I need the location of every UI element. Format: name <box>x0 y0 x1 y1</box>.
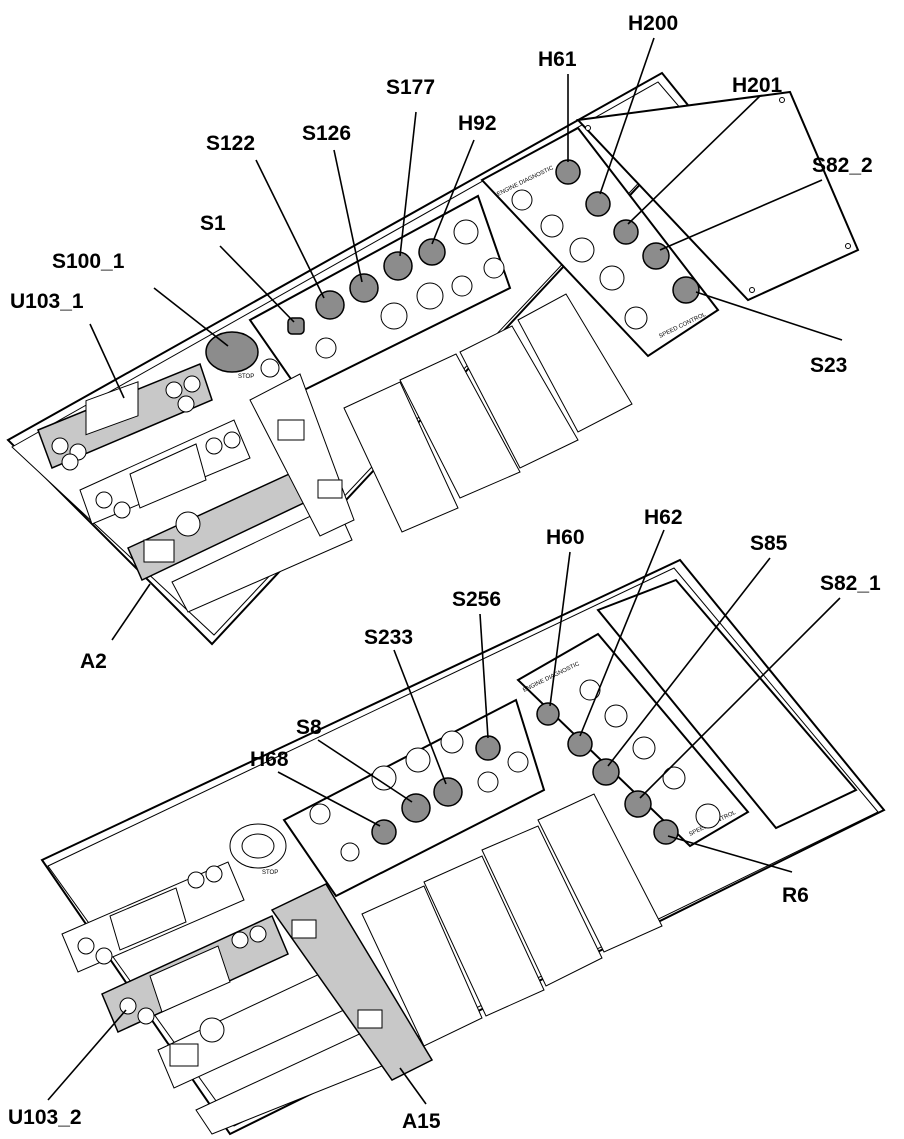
bottom-leader-lines <box>47 529 841 1105</box>
bottom-console: ENGINE DIAGNOSTIC SPEED CONTROL STOP <box>40 558 886 1136</box>
top-switch-block <box>517 293 633 433</box>
U103_1-screen <box>85 381 139 436</box>
callout-S82_1: S82_1 <box>820 572 881 595</box>
bottom-callouts: H60 H62 S85 S256 S233 S8 S82_1 H68 R6 U1… <box>8 506 881 1133</box>
top-callouts: S100_1 U103_1 S1 S122 S126 S177 H92 H61 … <box>10 12 873 673</box>
callout-S1: S1 <box>200 212 226 235</box>
top-display-2-screen <box>129 443 207 509</box>
R6-potentiometer[interactable] <box>653 819 679 845</box>
S82_2-switch[interactable] <box>642 242 670 270</box>
callout-H61: H61 <box>538 48 577 71</box>
top-round-button[interactable] <box>315 337 337 359</box>
callout-S100_1: S100_1 <box>52 250 125 273</box>
S126-switch[interactable] <box>349 273 379 303</box>
callout-A15: A15 <box>402 1110 441 1133</box>
diag-button[interactable] <box>599 265 625 291</box>
callout-H200: H200 <box>628 12 678 35</box>
bottom-switch-block <box>481 825 603 987</box>
top-switch-controls <box>260 219 505 378</box>
bottom-diag-buttons <box>536 679 721 845</box>
callout-S233: S233 <box>364 626 413 649</box>
callout-R6: R6 <box>782 884 809 907</box>
diag-button[interactable] <box>511 189 533 211</box>
top-console: ENGINE DIAGNOSTIC SPEED CONTROL <box>6 71 860 646</box>
S82_1-switch[interactable] <box>624 790 652 818</box>
callout-U103_1: U103_1 <box>10 290 84 313</box>
callout-H201: H201 <box>732 74 783 97</box>
S23-switch[interactable] <box>672 276 700 304</box>
U103_2-screen <box>149 945 231 1013</box>
top-leader-lines <box>89 37 843 641</box>
H68-lamp <box>371 819 397 845</box>
H62-lamp <box>567 731 593 757</box>
callout-H62: H62 <box>644 506 683 529</box>
bottom-engine-diagnostic-panel <box>516 632 750 848</box>
top-blank-plate <box>171 503 353 613</box>
diag-rotary-knob[interactable] <box>624 306 648 330</box>
callout-S122: S122 <box>206 132 255 155</box>
top-rotary-knob[interactable] <box>453 219 479 245</box>
diag-button[interactable] <box>569 237 595 263</box>
stop-label-top: STOP <box>238 374 254 380</box>
bottom-key-switch[interactable] <box>309 803 331 825</box>
A2-keypad <box>143 539 175 563</box>
top-blank-hole <box>451 275 473 297</box>
bottom-blank-cover <box>596 578 858 830</box>
bottom-switch-block <box>537 793 663 953</box>
bottom-switch-block <box>423 855 545 1017</box>
top-switch-block <box>459 325 579 469</box>
callout-S256: S256 <box>452 588 501 611</box>
callout-H92: H92 <box>458 112 497 135</box>
callout-S23: S23 <box>810 354 847 377</box>
top-blank-cover <box>575 90 860 302</box>
S100_1-emergency-stop[interactable] <box>205 331 259 373</box>
bottom-switch-controls <box>309 730 529 862</box>
A2-knob[interactable] <box>175 511 201 537</box>
top-switch-block <box>343 381 459 533</box>
H201-lamp <box>613 219 639 245</box>
top-round-button[interactable] <box>416 282 444 310</box>
callout-A2: A2 <box>80 650 107 673</box>
callout-H60: H60 <box>546 526 585 549</box>
callout-S82_2: S82_2 <box>812 154 873 177</box>
top-round-button[interactable] <box>380 302 408 330</box>
callout-S126: S126 <box>302 122 351 145</box>
S8-switch[interactable] <box>401 793 431 823</box>
S1-key-switch[interactable] <box>287 317 305 335</box>
top-blank-hole <box>260 358 280 378</box>
callout-S85: S85 <box>750 532 788 555</box>
top-switch-block <box>399 353 521 499</box>
S85-switch[interactable] <box>592 758 620 786</box>
callout-S8: S8 <box>296 716 322 739</box>
S122-switch[interactable] <box>315 290 345 320</box>
diag-button[interactable] <box>540 214 564 238</box>
stop-label-bottom: STOP <box>262 870 278 876</box>
S256-switch[interactable] <box>475 735 501 761</box>
top-blank-hole <box>483 257 505 279</box>
S233-switch[interactable] <box>433 777 463 807</box>
H60-lamp <box>536 702 560 726</box>
S177-switch[interactable] <box>383 251 413 281</box>
callout-U103_2: U103_2 <box>8 1106 82 1129</box>
top-diag-buttons <box>511 159 700 330</box>
callout-S177: S177 <box>386 76 435 99</box>
H92-lamp <box>418 238 446 266</box>
bottom-switch-block <box>361 885 483 1047</box>
bottom-display-1-screen <box>109 887 187 951</box>
top-engine-diagnostic-panel <box>480 126 720 358</box>
H200-lamp <box>585 191 611 217</box>
H61-lamp <box>555 159 581 185</box>
callout-H68: H68 <box>250 748 289 771</box>
